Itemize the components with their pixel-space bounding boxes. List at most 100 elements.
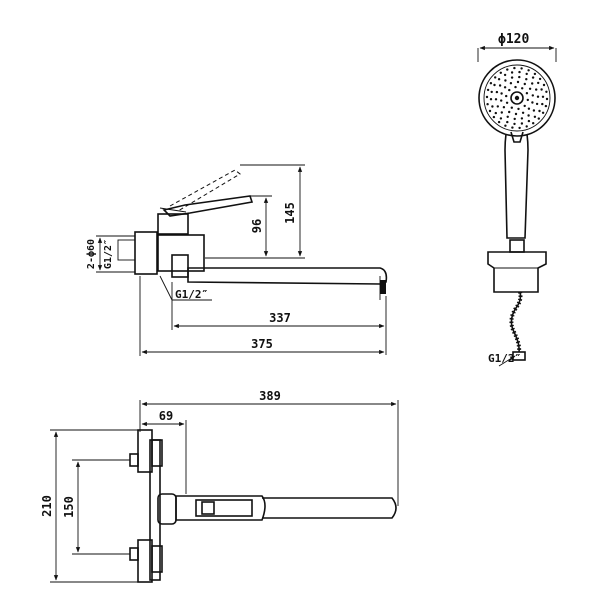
wall-flange (134, 231, 158, 275)
nozzle-dot (486, 103, 489, 106)
lever-top (175, 495, 266, 521)
lever-handle (162, 195, 254, 217)
nozzle-dot (504, 79, 507, 82)
nozzle-dot (503, 73, 507, 77)
nozzle-dot (492, 115, 496, 119)
nozzle-dot (513, 66, 516, 70)
shower-head-outer (478, 59, 556, 137)
nozzle-dot (510, 76, 514, 79)
nozzle-dot (495, 90, 499, 94)
leader-hose-thread (498, 355, 516, 367)
spout (187, 267, 388, 285)
nozzle-dot (497, 120, 501, 124)
spout-top (262, 497, 397, 519)
nozzle-dot (511, 126, 514, 129)
nozzle-dot (527, 119, 531, 123)
nozzle-dot (486, 88, 490, 92)
nozzle-dot (494, 111, 497, 115)
nozzle-dot (521, 111, 525, 115)
nozzle-dot (500, 92, 503, 95)
nozzle-dot (532, 109, 536, 112)
nozzle-dot (516, 80, 520, 84)
nozzle-dot (545, 97, 549, 101)
dim-label-diameter: ϕ120 (498, 32, 529, 47)
nozzle-dot (510, 106, 513, 109)
nozzle-dot (506, 115, 509, 119)
nozzle-dot (500, 99, 503, 102)
lever-base (159, 207, 187, 213)
nozzle-dot (525, 125, 528, 128)
nozzle-dot (521, 87, 524, 90)
nozzle-dot (489, 98, 493, 101)
flange-lower-nut (151, 545, 163, 573)
nozzle-dot (523, 104, 526, 108)
nozzle-dot (513, 122, 516, 126)
nozzle-dot (528, 87, 532, 91)
lever-slot (195, 499, 253, 517)
shower-neck (510, 131, 524, 143)
nozzle-dot (502, 106, 506, 109)
dim-label-69: 69 (159, 409, 173, 423)
spout-collar (171, 254, 189, 278)
nozzle-dot (513, 117, 516, 121)
nozzle-dot (525, 92, 529, 95)
dim-label-145: 145 (283, 202, 297, 224)
nozzle-dot (497, 78, 501, 81)
nozzle-dot (544, 104, 548, 108)
nozzle-dot (525, 72, 528, 76)
dim-label-389: 389 (259, 389, 281, 403)
nozzle-dot (520, 117, 524, 120)
nozzle-dot (518, 70, 521, 74)
mixer-body (157, 234, 205, 272)
mixer-side-view: 145 96 2-ϕ60 G1/2″ G1/2″ 337 375 (86, 164, 388, 356)
shower-head-inner (483, 64, 551, 132)
nozzle-dot (490, 90, 493, 94)
nozzle-dot (531, 101, 534, 104)
eccentric-upper (129, 453, 139, 467)
nozzle-dot (517, 107, 520, 111)
nozzle-dot (504, 124, 507, 127)
nozzle-dot (510, 71, 514, 74)
nozzle-dot (527, 114, 530, 117)
nozzle-dot (538, 77, 542, 81)
nozzle-dot (485, 95, 489, 99)
nozzle-dot (525, 78, 528, 81)
wall-eccentric (117, 239, 136, 261)
nozzle-dot (491, 105, 494, 108)
nozzle-dot (531, 94, 534, 97)
nozzle-dot (505, 101, 509, 105)
shower-nozzles (485, 66, 549, 130)
nozzle-dot (500, 111, 503, 114)
nozzle-dot (533, 115, 537, 119)
dim-label-210: 210 (40, 495, 54, 517)
nozzle-dot (494, 98, 498, 101)
nozzle-dot (506, 68, 509, 71)
nozzle-dot (496, 105, 499, 108)
nozzle-dot (509, 82, 513, 85)
dim-label-375: 375 (251, 337, 273, 351)
nozzle-dot (489, 82, 493, 85)
nozzle-dot (499, 71, 502, 75)
eccentric-lower (129, 547, 139, 561)
label-thread-top: G1/2″ (103, 239, 114, 269)
shower-hose-texture (509, 291, 523, 353)
nozzle-dot (493, 83, 496, 87)
nozzle-dot (514, 112, 518, 116)
dim-label-337: 337 (269, 311, 291, 325)
nozzle-dot (541, 111, 545, 115)
mixer-body-bar (149, 439, 161, 581)
dim-label-150: 150 (62, 496, 76, 518)
nozzle-dot (531, 82, 534, 85)
nozzle-dot (531, 76, 535, 79)
nozzle-dot (527, 107, 531, 110)
cartridge-housing (157, 213, 189, 235)
nozzle-dot (494, 76, 497, 79)
handle-connector (509, 239, 525, 253)
nozzle-dot (498, 84, 502, 87)
shower-center-dot (514, 95, 520, 101)
nozzle-dot (527, 69, 530, 72)
nozzle-dot (545, 90, 548, 94)
nozzle-dot (535, 88, 538, 91)
nozzle-dot (520, 122, 524, 125)
